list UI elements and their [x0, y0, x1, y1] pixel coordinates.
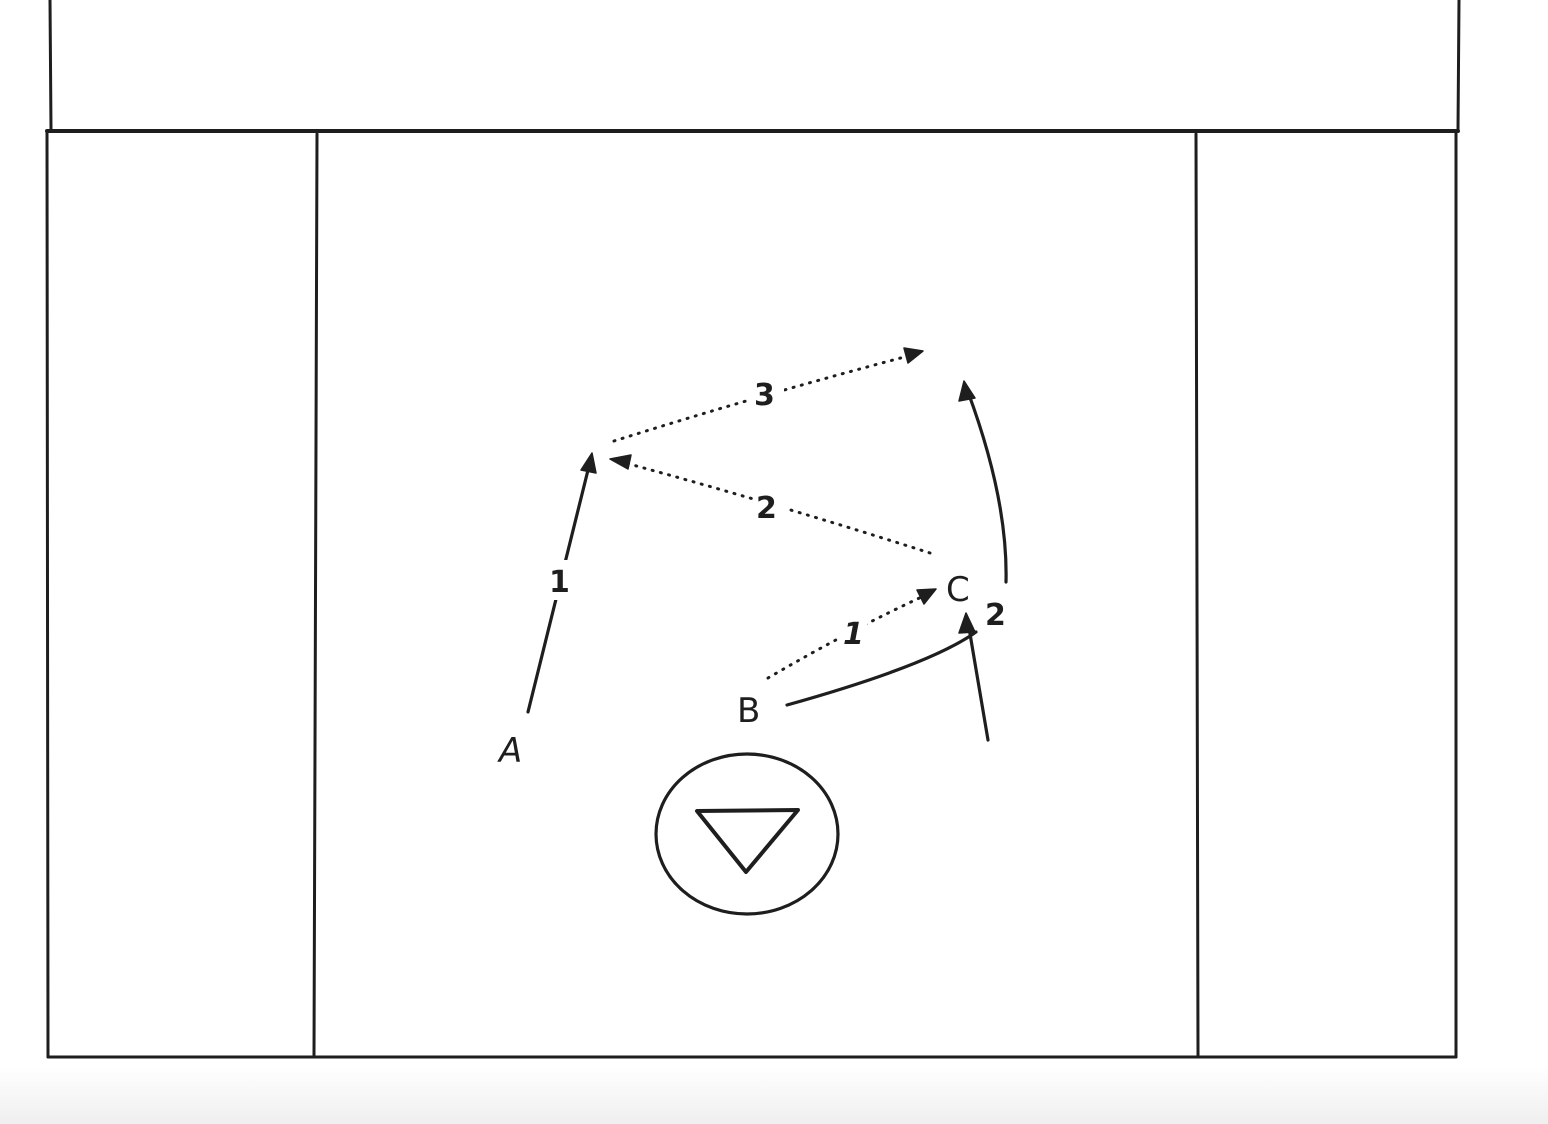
c-to-a-pass — [609, 454, 932, 555]
a-cut-number: 1 — [549, 565, 570, 600]
player-a-label: A — [497, 731, 522, 771]
lane-right-line — [1194, 132, 1200, 1057]
a-cut-path — [526, 452, 597, 714]
lower-right-cut-arrowhead — [958, 612, 976, 634]
a-pass-number: 3 — [754, 378, 775, 413]
b-cut-path — [785, 630, 978, 707]
player-b-label: B — [737, 691, 760, 731]
c-to-a-arrowhead — [609, 454, 632, 470]
lower-right-cut-path — [958, 612, 990, 742]
top-zone-left-line — [48, 0, 53, 132]
b-cut-number: 2 — [985, 598, 1006, 633]
c-cut-path — [958, 380, 1008, 584]
triangle-in-circle-marker — [654, 752, 840, 916]
b-to-c-arrowhead — [916, 588, 937, 605]
b-to-c-pass — [766, 588, 937, 680]
b-pass-number: 1 — [843, 617, 864, 652]
a-to-right-arrowhead — [903, 347, 924, 364]
top-zone-divider — [45, 128, 1460, 133]
court-baseline — [46, 1054, 1458, 1059]
marker-circle — [654, 752, 840, 916]
lane-left-line — [312, 132, 319, 1057]
c-pass-number: 2 — [756, 491, 777, 526]
bottom-band — [0, 1066, 1548, 1124]
court-lines — [45, 0, 1461, 1059]
player-c-label: C — [946, 570, 970, 610]
court-left-sideline — [45, 129, 50, 1059]
top-zone-right-line — [1456, 0, 1461, 132]
c-cut-arrowhead — [958, 380, 976, 402]
marker-triangle — [695, 808, 800, 874]
a-cut-arrowhead — [580, 452, 597, 474]
a-to-right-pass — [612, 347, 924, 443]
